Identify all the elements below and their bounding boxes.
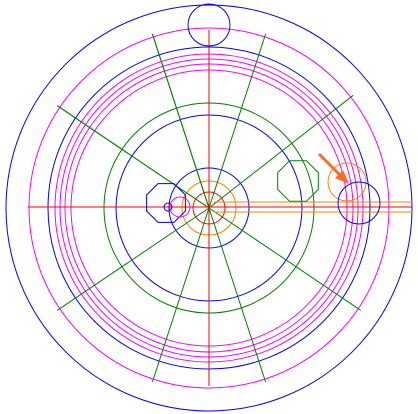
outer-blue-circle bbox=[5, 4, 413, 412]
arrow-pointer-icon bbox=[318, 153, 349, 184]
radial-spoke-1 bbox=[208, 33, 267, 209]
radial-spoke-5 bbox=[151, 207, 210, 383]
radial-spoke-4 bbox=[208, 207, 267, 383]
top-small-blue-circle bbox=[187, 3, 231, 47]
right-orange-circle bbox=[327, 162, 367, 202]
radial-spoke-10 bbox=[57, 105, 210, 209]
outer-magenta-circle bbox=[28, 27, 390, 389]
green-radial-spokes bbox=[57, 33, 361, 383]
right-green-octagon bbox=[277, 160, 319, 202]
radial-spoke-2 bbox=[208, 94, 354, 209]
radial-spoke-9 bbox=[151, 33, 210, 209]
radial-spoke-6 bbox=[57, 207, 210, 311]
left-magenta-circle bbox=[169, 196, 191, 218]
left-blue-small-circle bbox=[163, 202, 173, 212]
arrow-shaft bbox=[318, 153, 343, 178]
left-blue-octagon bbox=[146, 183, 186, 223]
right-blue-circle bbox=[337, 181, 381, 225]
arrow-head bbox=[335, 170, 349, 184]
radial-spoke-3 bbox=[208, 207, 361, 311]
